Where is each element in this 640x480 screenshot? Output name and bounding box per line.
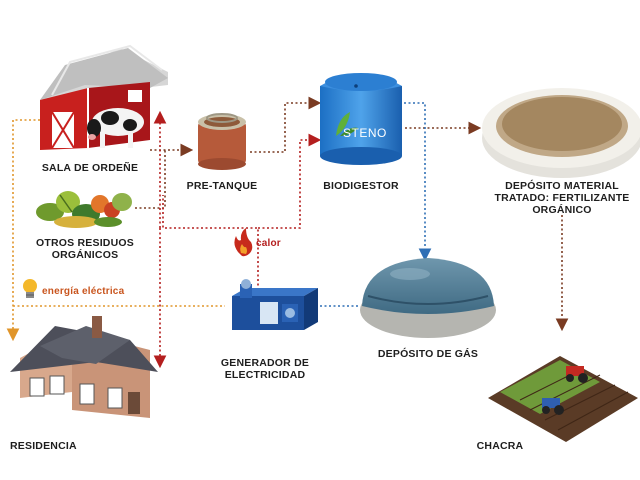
fertilizer-deposit-illustration [482,88,640,178]
label-energia-electrica: energía eléctrica [42,286,125,297]
label-biodigestor: BIODIGESTOR [323,180,399,192]
biodigester-tank-illustration [320,73,402,165]
blue-tractor-icon [542,398,564,415]
label-generador-line1: GENERADOR DE [220,357,310,369]
label-deposito-material: DEPÓSITO MATERIAL TRATADO: FERTILIZANTE … [482,180,640,216]
farm-field-illustration [488,356,638,442]
heat-flow-lines [153,110,322,369]
label-deposito-material-line1: DEPÓSITO MATERIAL [505,180,619,192]
label-otros-residuos-line1: OTROS RESIDUOS [36,237,134,249]
red-tractor-icon [566,366,588,383]
label-deposito-material-line2: TRATADO: FERTILIZANTE [494,192,630,204]
label-calor: calor [256,238,281,249]
label-generador-line2: ELECTRICIDAD [224,369,306,381]
pre-tank-illustration [198,113,246,170]
label-residencia: RESIDENCIA [10,440,77,452]
gas-deposit-illustration [360,258,496,338]
flame-icon [234,228,253,257]
label-deposito-material-line3: ORGÁNICO [532,204,592,216]
steno-leaf-logo [336,112,358,136]
label-sala-ordene: SALA DE ORDEÑE [41,162,139,174]
house-illustration [10,316,158,418]
generator-illustration [232,279,318,330]
label-otros-residuos: OTROS RESIDUOS ORGÁNICOS [25,237,145,261]
waste-flow-lines [135,96,569,332]
label-otros-residuos-line2: ORGÁNICOS [51,249,119,261]
label-chacra: CHACRA [476,440,524,452]
cow-illustration [87,108,144,148]
electric-flow-lines [6,119,225,342]
label-steno-brand: STENO [343,126,387,140]
organic-waste-illustration [36,191,132,228]
label-generador: GENERADOR DE ELECTRICIDAD [210,357,320,381]
lightbulb-icon [23,279,37,298]
label-deposito-gas: DEPÓSITO DE GÁS [377,348,479,360]
label-pre-tanque: PRE-TANQUE [186,180,258,192]
